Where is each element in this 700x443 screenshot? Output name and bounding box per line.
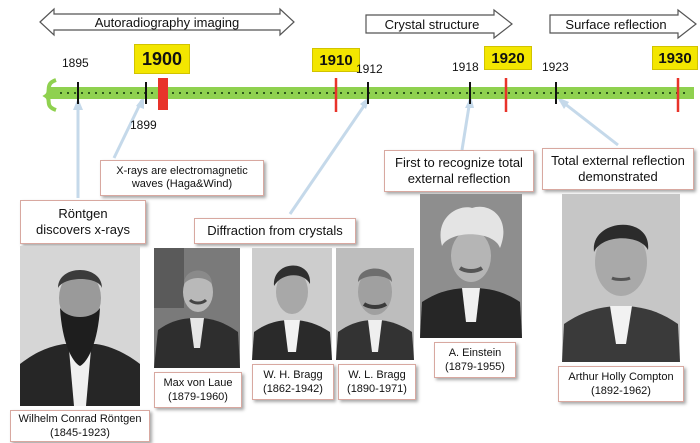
pointer-diffraction — [288, 99, 370, 215]
wlbragg-name: W. L. Bragg — [348, 369, 406, 381]
portrait-compton — [562, 194, 680, 362]
right-arrow-shape — [549, 8, 697, 40]
compton-name: Arthur Holly Compton — [568, 371, 674, 383]
whbragg-years: (1862-1942) — [263, 383, 323, 395]
portrait-einstein — [420, 194, 522, 338]
portrait-wlbragg-image — [336, 248, 414, 360]
timeline-bar — [48, 87, 694, 99]
portrait-roentgen — [20, 246, 140, 406]
caption-compton: Arthur Holly Compton (1892-1962) — [558, 366, 684, 402]
laue-name: Max von Laue — [163, 377, 233, 389]
year-ticks — [77, 82, 557, 104]
timeline-break-squiggle — [42, 78, 57, 112]
laue-years: (1879-1960) — [168, 391, 228, 403]
banner-autoradiography-label: Autoradiography imaging — [94, 14, 240, 30]
portrait-laue-image — [154, 248, 240, 368]
callout-xrays-line2: waves (Haga&Wind) — [131, 178, 233, 190]
year-label-1900: 1900 — [134, 44, 190, 74]
caption-einstein: A. Einstein (1879-1955) — [434, 342, 516, 378]
pointer-xrays-em — [112, 99, 144, 159]
double-arrow-shape — [39, 7, 295, 37]
year-label-1912: 1912 — [356, 62, 383, 76]
callout-compton-line2: demonstrated — [578, 169, 658, 184]
portrait-whbragg-image — [252, 248, 332, 360]
einstein-name: A. Einstein — [448, 347, 502, 359]
portrait-whbragg — [252, 248, 332, 360]
callout-roentgen-line1: Röntgen — [58, 206, 108, 221]
callout-roentgen-line2: discovers x-rays — [36, 222, 130, 237]
portrait-wlbragg — [336, 248, 414, 360]
marker-1900 — [158, 78, 168, 110]
year-label-1923: 1923 — [542, 60, 569, 74]
banner-crystal-label: Crystal structure — [384, 16, 480, 32]
roentgen-years: (1845-1923) — [50, 427, 110, 439]
callout-einstein-line1: First to recognize total — [395, 155, 523, 170]
banner-autoradiography: Autoradiography imaging — [39, 7, 295, 37]
compton-years: (1892-1962) — [591, 385, 651, 397]
year-label-1899: 1899 — [130, 118, 157, 132]
banner-surface-label: Surface reflection — [565, 16, 667, 32]
caption-whbragg: W. H. Bragg (1862-1942) — [252, 364, 334, 400]
callout-compton: Total external reflection demonstrated — [542, 148, 694, 190]
decade-markers — [334, 78, 680, 112]
year-label-1910: 1910 — [312, 48, 360, 72]
callout-diffraction: Diffraction from crystals — [194, 218, 356, 244]
einstein-years: (1879-1955) — [445, 361, 505, 373]
pointer-compton-arrowhead — [557, 97, 569, 109]
year-label-1918: 1918 — [452, 60, 479, 74]
portrait-einstein-image — [420, 194, 522, 338]
portrait-compton-image — [562, 194, 680, 362]
banner-surface-reflection: Surface reflection — [549, 8, 697, 40]
portrait-roentgen-image — [20, 246, 140, 406]
year-label-1895: 1895 — [62, 56, 89, 70]
pointer-lines — [73, 96, 619, 215]
callout-roentgen: Röntgen discovers x-rays — [20, 200, 146, 244]
year-label-1920: 1920 — [484, 46, 532, 70]
pointer-einstein — [460, 99, 472, 151]
portrait-laue — [154, 248, 240, 368]
pointer-compton — [559, 98, 619, 147]
callout-einstein-line2: external reflection — [407, 171, 511, 186]
whbragg-name: W. H. Bragg — [263, 369, 323, 381]
callout-xrays-em-waves: X-rays are electromagnetic waves (Haga&W… — [100, 160, 264, 196]
pointer-xrays-arrowhead — [136, 96, 144, 109]
caption-laue: Max von Laue (1879-1960) — [154, 372, 242, 408]
wlbragg-years: (1890-1971) — [347, 383, 407, 395]
callout-einstein: First to recognize total external reflec… — [384, 150, 534, 192]
callout-compton-line1: Total external reflection — [551, 153, 685, 168]
caption-roentgen: Wilhelm Conrad Röntgen (1845-1923) — [10, 410, 150, 442]
year-label-1930: 1930 — [652, 46, 698, 70]
callout-xrays-line1: X-rays are electromagnetic — [116, 165, 248, 177]
banner-crystal-structure: Crystal structure — [365, 8, 513, 40]
caption-wlbragg: W. L. Bragg (1890-1971) — [338, 364, 416, 400]
roentgen-name: Wilhelm Conrad Röntgen — [18, 413, 142, 425]
right-arrow-shape — [365, 8, 513, 40]
